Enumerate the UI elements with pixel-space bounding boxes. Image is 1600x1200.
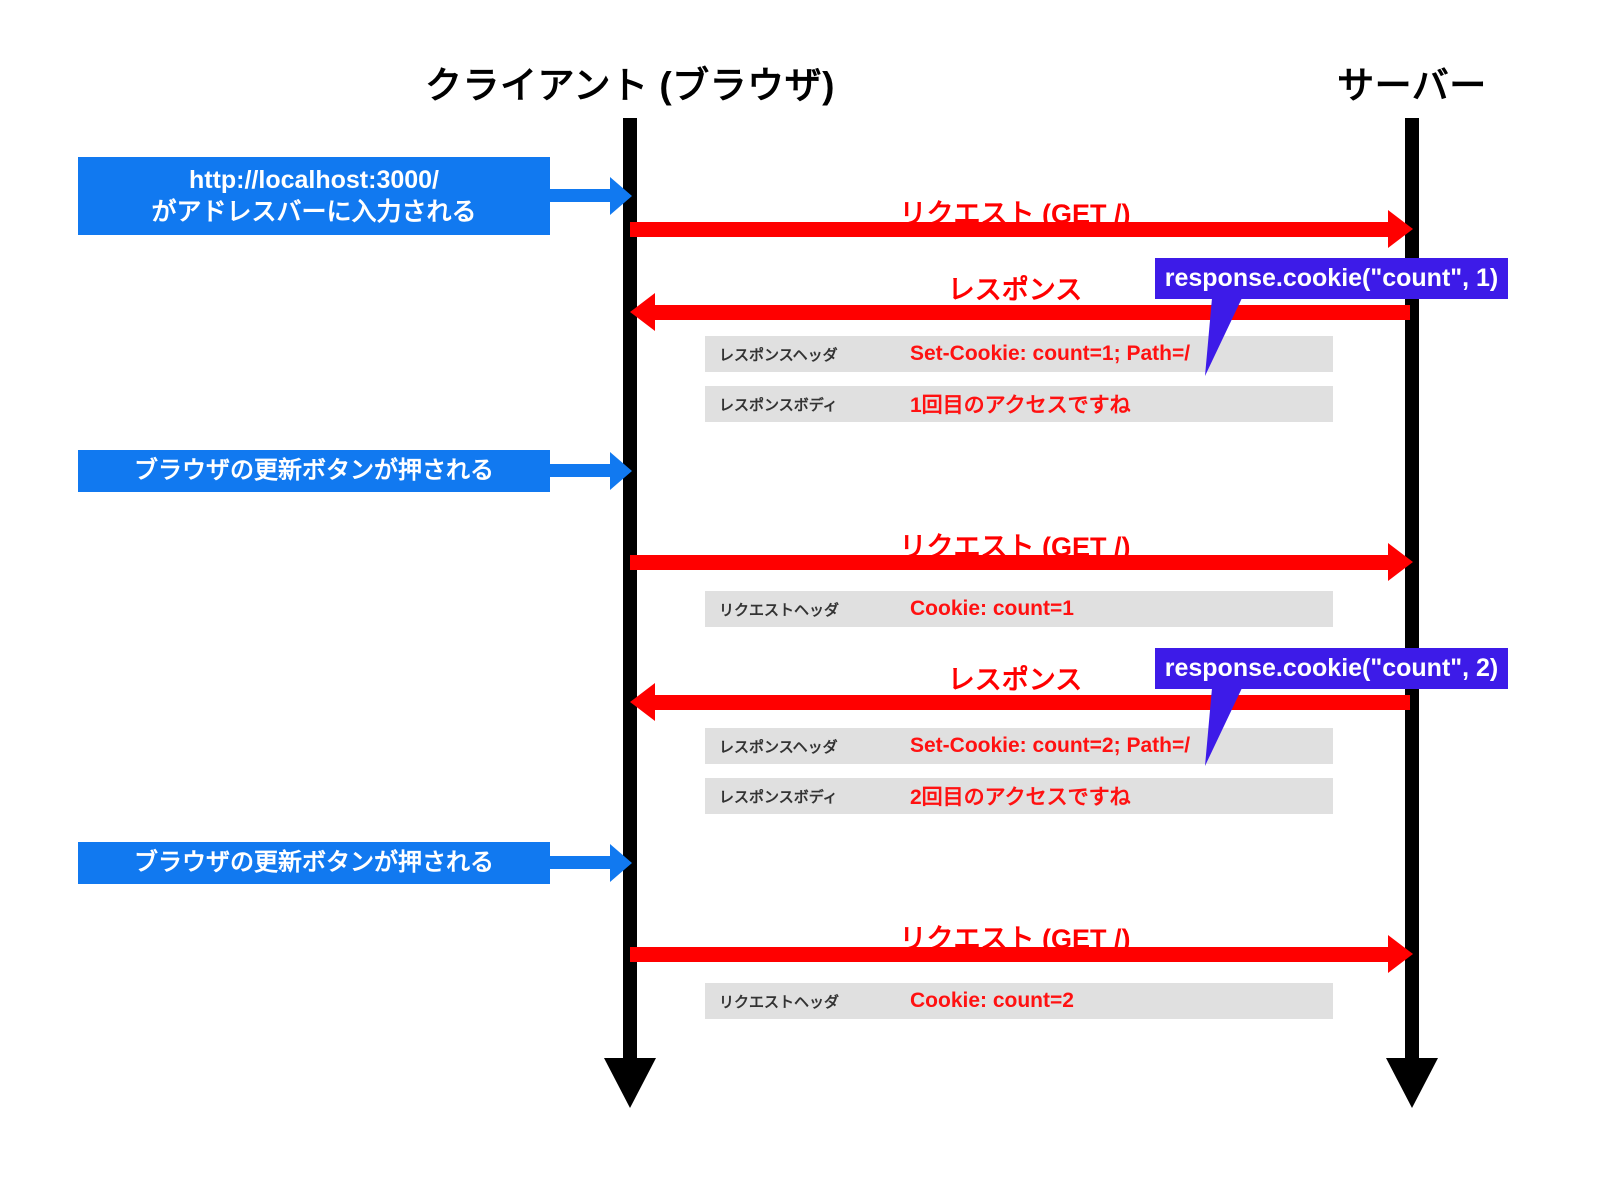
detail-row-request-header-3: リクエストヘッダ Cookie: count=2 [705,983,1333,1019]
detail-row-response-header-2: レスポンスヘッダ Set-Cookie: count=2; Path=/ [705,728,1333,764]
callout-tail-set-cookie-1 [1205,298,1242,376]
event-text-line1: http://localhost:3000/ [188,166,440,194]
message-label-response-1: レスポンス [947,275,1083,305]
message-arrowhead-request-1 [1388,210,1413,248]
detail-label: レスポンスボディ [719,396,838,414]
message-shaft-request-2 [630,555,1390,570]
actor-label-client: クライアント (ブラウザ) [425,65,835,106]
message-shaft-request-1 [630,222,1390,237]
message-arrowhead-request-2 [1388,543,1413,581]
lifeline-server-arrowhead [1386,1058,1438,1108]
actor-label-server: サーバー [1337,65,1487,106]
message-label-response-2: レスポンス [947,665,1083,695]
callout-box-set-cookie-1[interactable]: response.cookie("count", 1) [1155,258,1508,299]
detail-label: レスポンスヘッダ [719,738,838,756]
event-text-line1: ブラウザの更新ボタンが押される [134,456,494,484]
event-arrow-shaft-reload-2 [550,856,612,869]
event-arrow-head-reload-1 [610,452,632,490]
event-text-line2: がアドレスバーに入力される [151,198,477,226]
detail-value: Cookie: count=1 [910,597,1074,620]
detail-value: Set-Cookie: count=2; Path=/ [910,734,1191,757]
callout-box-set-cookie-2[interactable]: response.cookie("count", 2) [1155,648,1508,689]
detail-label: リクエストヘッダ [719,993,840,1011]
lifeline-client-arrowhead [604,1058,656,1108]
event-arrow-head-url-entered [610,177,632,215]
callout-tail-set-cookie-2 [1205,688,1242,766]
detail-label: レスポンスヘッダ [719,346,838,364]
detail-row-response-body-2: レスポンスボディ 2回目のアクセスですね [705,778,1333,814]
lifeline-client [623,118,637,1065]
event-arrow-shaft-reload-1 [550,464,612,477]
message-arrowhead-response-1 [630,293,655,331]
event-box-reload-2[interactable]: ブラウザの更新ボタンが押される [78,842,550,884]
detail-value: 1回目のアクセスですね [910,394,1131,417]
detail-row-response-body-1: レスポンスボディ 1回目のアクセスですね [705,386,1333,422]
event-arrow-shaft-url-entered [550,189,612,202]
detail-value: 2回目のアクセスですね [910,786,1131,809]
lifeline-server [1405,118,1419,1065]
detail-value: Set-Cookie: count=1; Path=/ [910,342,1191,365]
message-arrowhead-request-3 [1388,935,1413,973]
event-box-url-entered[interactable]: http://localhost:3000/ がアドレスバーに入力される [78,157,550,235]
detail-row-request-header-2: リクエストヘッダ Cookie: count=1 [705,591,1333,627]
event-text-line1: ブラウザの更新ボタンが押される [134,848,494,876]
detail-label: レスポンスボディ [719,788,838,806]
detail-value: Cookie: count=2 [910,989,1074,1012]
message-arrowhead-response-2 [630,683,655,721]
event-box-reload-1[interactable]: ブラウザの更新ボタンが押される [78,450,550,492]
detail-row-response-header-1: レスポンスヘッダ Set-Cookie: count=1; Path=/ [705,336,1333,372]
detail-label: リクエストヘッダ [719,601,840,619]
event-arrow-head-reload-2 [610,844,632,882]
message-shaft-request-3 [630,947,1390,962]
